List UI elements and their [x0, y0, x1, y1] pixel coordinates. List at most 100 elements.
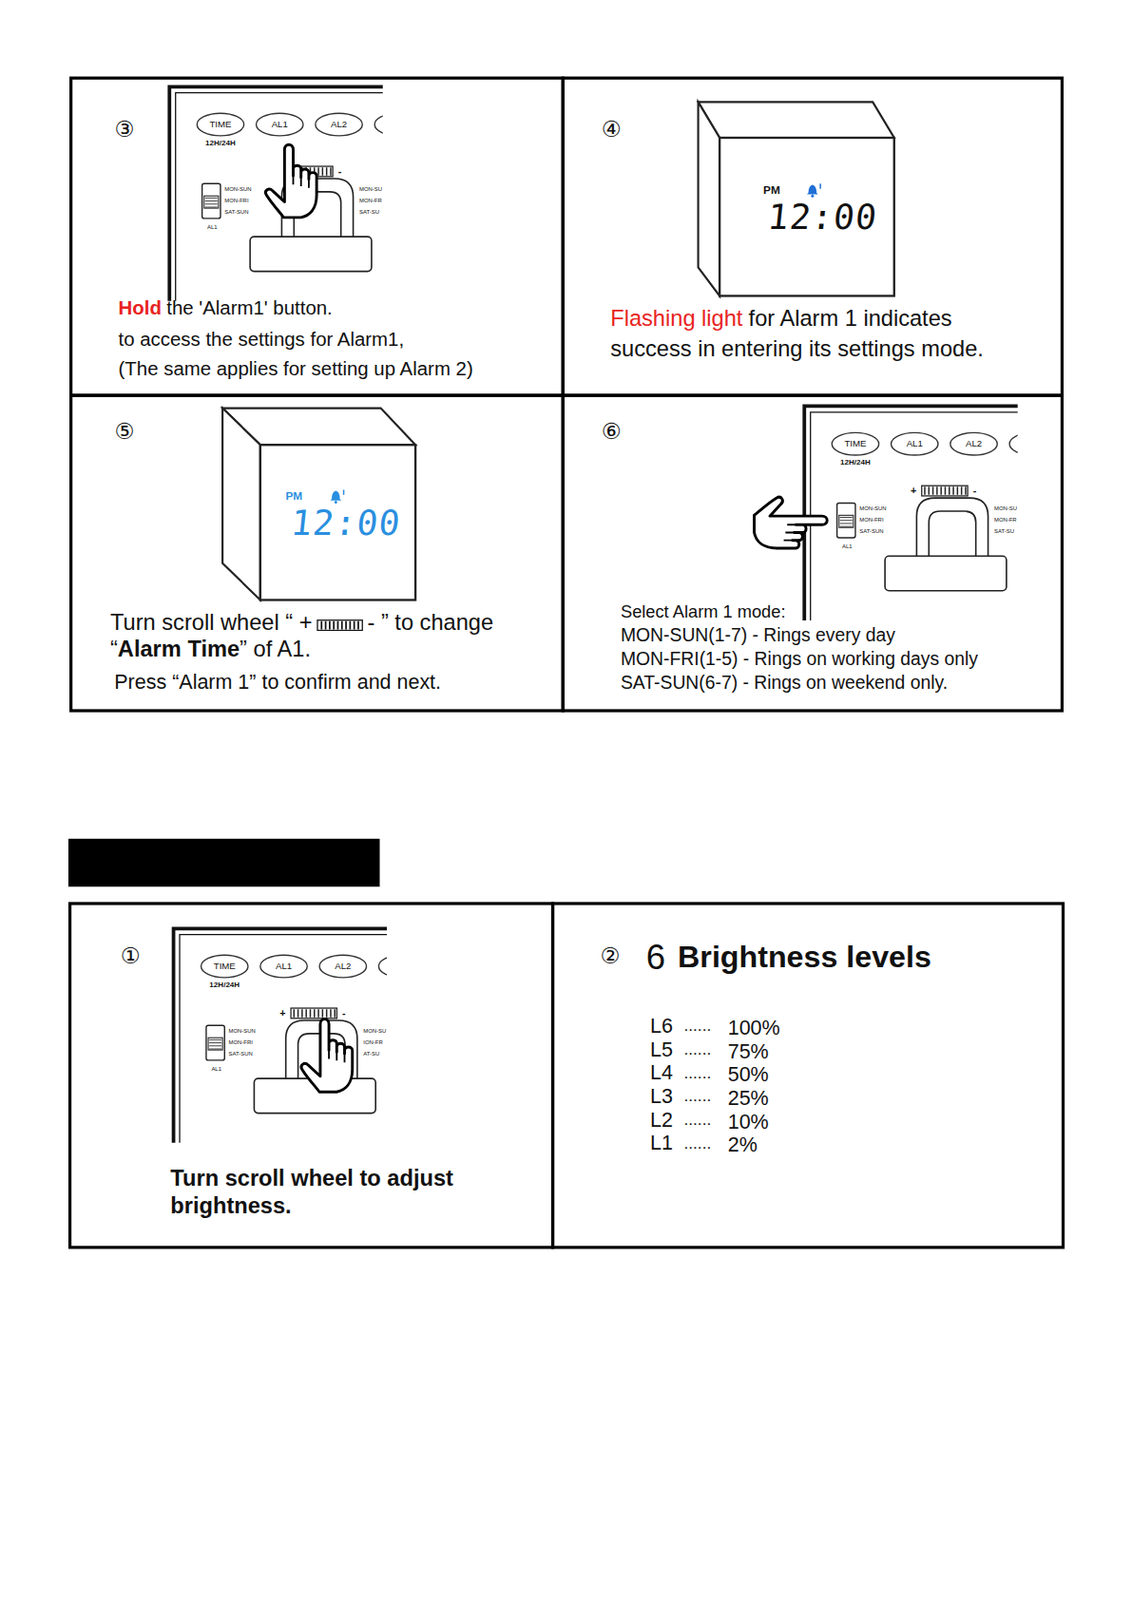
knurl — [960, 486, 963, 496]
knurl — [326, 1009, 328, 1018]
knurl — [334, 1009, 337, 1018]
instruction-text: 100% — [728, 1016, 781, 1041]
housing-inner-outline — [810, 412, 1018, 621]
slider-grip — [840, 517, 853, 519]
instruction-text: 25% — [728, 1086, 769, 1112]
bell-clapper — [810, 194, 814, 198]
panel-label: - — [973, 485, 978, 497]
panel-label: AL2 — [334, 961, 351, 972]
knurl — [301, 1009, 304, 1018]
knurl — [348, 621, 351, 631]
button — [315, 113, 363, 136]
knurl — [322, 1009, 325, 1018]
panel-label: SAT-SU — [994, 529, 1015, 536]
instruction-text: Press “Alarm 1” to confirm and next. — [114, 670, 442, 695]
button — [831, 432, 879, 456]
knurl — [336, 621, 339, 631]
knurl — [328, 621, 331, 631]
instruction-text: Turn scroll wheel to adjust brightness. — [170, 1165, 454, 1219]
instruction-text: ...... — [684, 1039, 712, 1060]
panel-label: AL1 — [271, 119, 288, 130]
housing-inner-outline — [175, 93, 384, 302]
section-bar — [68, 839, 381, 887]
button — [196, 113, 244, 136]
scroll-wheel-icon — [316, 619, 364, 633]
knurl — [928, 486, 931, 496]
panel-label: TIME — [213, 961, 236, 972]
control-parts — [201, 955, 387, 1113]
button — [378, 955, 387, 979]
switch-slider — [204, 195, 219, 209]
knurl — [932, 486, 935, 496]
knurl — [322, 167, 325, 176]
text-line: “Alarm Time” of A1. — [110, 636, 311, 664]
button — [201, 955, 249, 979]
switch-slider — [839, 515, 854, 528]
slider-grip — [840, 522, 853, 524]
hand-outline — [754, 497, 828, 549]
instruction-text: ...... — [684, 1110, 712, 1131]
cube-top — [698, 101, 895, 138]
panel-label: 12H/24H — [840, 458, 871, 466]
slider-grip — [205, 197, 218, 199]
slider-grip — [840, 519, 853, 521]
button — [950, 432, 998, 456]
instruction-text: L4 — [650, 1060, 673, 1086]
display-text: 12:00 — [288, 505, 403, 541]
housing-inner-outline — [179, 935, 387, 1144]
knurl — [357, 621, 360, 631]
bell — [329, 491, 342, 501]
panel-label: AL1 — [906, 439, 923, 449]
instruction-text: L1 — [650, 1131, 673, 1156]
panel-label: MON-SUN — [859, 506, 886, 513]
knurl — [952, 486, 955, 496]
instruction-panel: ③to access the settings for Alarm1,(The … — [69, 76, 565, 398]
slide-switch — [206, 1025, 225, 1061]
hand-knuckles — [292, 175, 308, 189]
panel-label: MON-SU — [359, 187, 383, 193]
stand-base — [249, 236, 372, 272]
scroll-wheel — [290, 1008, 337, 1019]
stand-base — [884, 556, 1007, 592]
panel-label: + — [279, 1008, 286, 1019]
slider-grip — [209, 1045, 222, 1047]
instruction-panel: ②6Brightness levelsL6......100%L5......7… — [551, 901, 1065, 1249]
knurl — [944, 486, 947, 496]
instruction-text: L3 — [650, 1084, 673, 1110]
panel-label: AL2 — [965, 439, 982, 449]
slider-grip — [205, 200, 218, 202]
step-number: ③ — [114, 115, 135, 143]
panel-label: MON-FR — [994, 518, 1017, 524]
panel-label: 12H/24H — [205, 138, 236, 147]
slider-grip — [205, 203, 218, 205]
cube-front — [260, 444, 416, 600]
pointing-hand — [754, 497, 828, 549]
instruction-panel: ①Turn scroll wheel to adjust brightness. — [68, 901, 555, 1249]
housing-outline — [804, 405, 1017, 621]
instruction-text: 10% — [728, 1109, 769, 1134]
panel-label: PM — [763, 184, 781, 196]
panel-label: AL1 — [275, 961, 292, 972]
knurl — [317, 167, 320, 176]
button — [256, 113, 304, 136]
instruction-text: L2 — [650, 1107, 673, 1132]
instruction-text: - ” to change — [366, 610, 494, 636]
instruction-panel: ⑥Select Alarm 1 mode:MON-SUN(1-7) - Ring… — [561, 394, 1064, 713]
slider-grip — [840, 526, 853, 528]
instruction-text: ...... — [684, 1133, 712, 1154]
bell — [806, 184, 819, 194]
panel-label: MON-SU — [363, 1029, 386, 1036]
step-number: ⑤ — [114, 418, 135, 445]
housing-outline — [169, 86, 383, 302]
pointing-hand — [265, 144, 317, 218]
slider-grip — [209, 1039, 222, 1041]
instruction-text: 50% — [728, 1062, 769, 1088]
instruction-text: 6 — [646, 936, 666, 979]
panel-label: TIME — [844, 439, 866, 449]
bell-clapper — [334, 500, 338, 504]
stand-bracket — [916, 498, 988, 557]
text-line: Turn scroll wheel to adjust brightness. — [170, 1164, 487, 1221]
